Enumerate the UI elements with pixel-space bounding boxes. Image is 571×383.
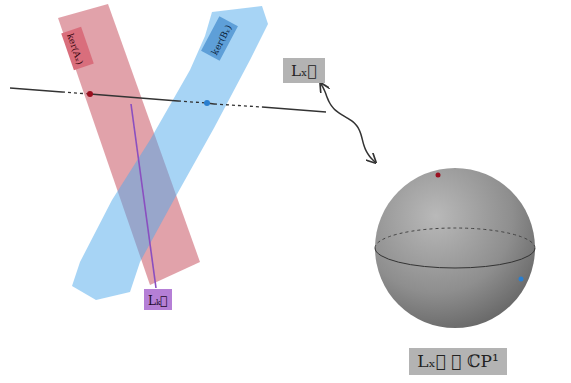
label-text: Lₓ⃗ <box>291 63 316 80</box>
line-lx <box>90 94 178 101</box>
sphere-equator-front <box>375 248 535 268</box>
line-lx <box>262 107 326 112</box>
sphere-region: Lₓ⃗ ≅ ℂP¹ <box>372 150 544 375</box>
red-point <box>436 173 441 178</box>
sphere-equator-back <box>375 228 535 248</box>
wavy-double-arrow <box>321 84 375 162</box>
blue-plane <box>72 6 268 300</box>
red-point <box>87 91 93 97</box>
line-lx-hidden <box>214 104 262 107</box>
blue-point <box>519 277 524 282</box>
blue-point <box>204 100 210 106</box>
label-text: Lₖ⃗ <box>148 295 168 308</box>
line-lx-hidden <box>178 101 207 103</box>
line-label: Lₓ⃗ <box>283 58 325 83</box>
label-text: Lₓ⃗ ≅ ℂP¹ <box>409 348 507 375</box>
sphere <box>375 168 535 328</box>
line-label: Lₖ⃗ <box>144 289 172 310</box>
intersection-line <box>131 104 156 288</box>
line-lx <box>10 88 62 92</box>
label-text: ker(Aₓ) <box>64 32 84 66</box>
